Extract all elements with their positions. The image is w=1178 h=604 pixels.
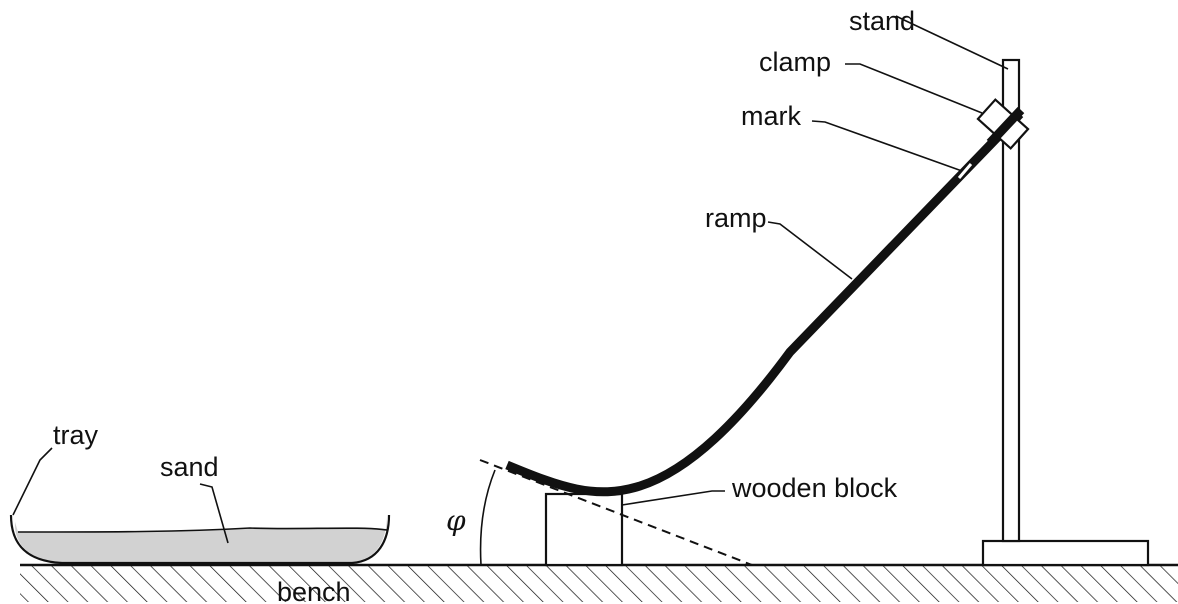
tray-outline bbox=[9, 514, 391, 565]
angle-arc bbox=[479, 469, 496, 566]
ramp-leader bbox=[767, 221, 853, 280]
tray-label: tray bbox=[53, 420, 99, 450]
angle-phi-label: φ bbox=[446, 504, 466, 537]
sand bbox=[14, 517, 387, 562]
sand-label: sand bbox=[160, 452, 219, 482]
stand-label: stand bbox=[849, 6, 915, 36]
mark-leader bbox=[811, 120, 963, 172]
block-leader bbox=[621, 490, 725, 506]
sand-leader bbox=[199, 483, 229, 544]
stand-base bbox=[981, 539, 1150, 567]
stand-rod bbox=[1001, 58, 1021, 543]
ramp bbox=[505, 110, 1024, 497]
stand-leader bbox=[895, 15, 1009, 70]
tray bbox=[9, 514, 391, 565]
mark-label: mark bbox=[741, 101, 801, 131]
wooden-block-label: wooden block bbox=[731, 473, 898, 503]
stand bbox=[981, 58, 1150, 567]
sand-surface bbox=[17, 527, 388, 533]
ramp-label: ramp bbox=[705, 203, 767, 233]
wooden-block bbox=[544, 492, 624, 567]
ramp-mark bbox=[957, 163, 973, 179]
bench-hatching bbox=[20, 566, 1178, 602]
clamp-label: clamp bbox=[759, 47, 831, 77]
ramp-end-in-clamp bbox=[986, 106, 1025, 147]
tray-leader bbox=[12, 447, 53, 516]
tangent-line bbox=[479, 459, 753, 566]
bench bbox=[20, 563, 1178, 602]
bench-label: bench bbox=[277, 577, 351, 604]
clamp-leader bbox=[845, 63, 983, 114]
